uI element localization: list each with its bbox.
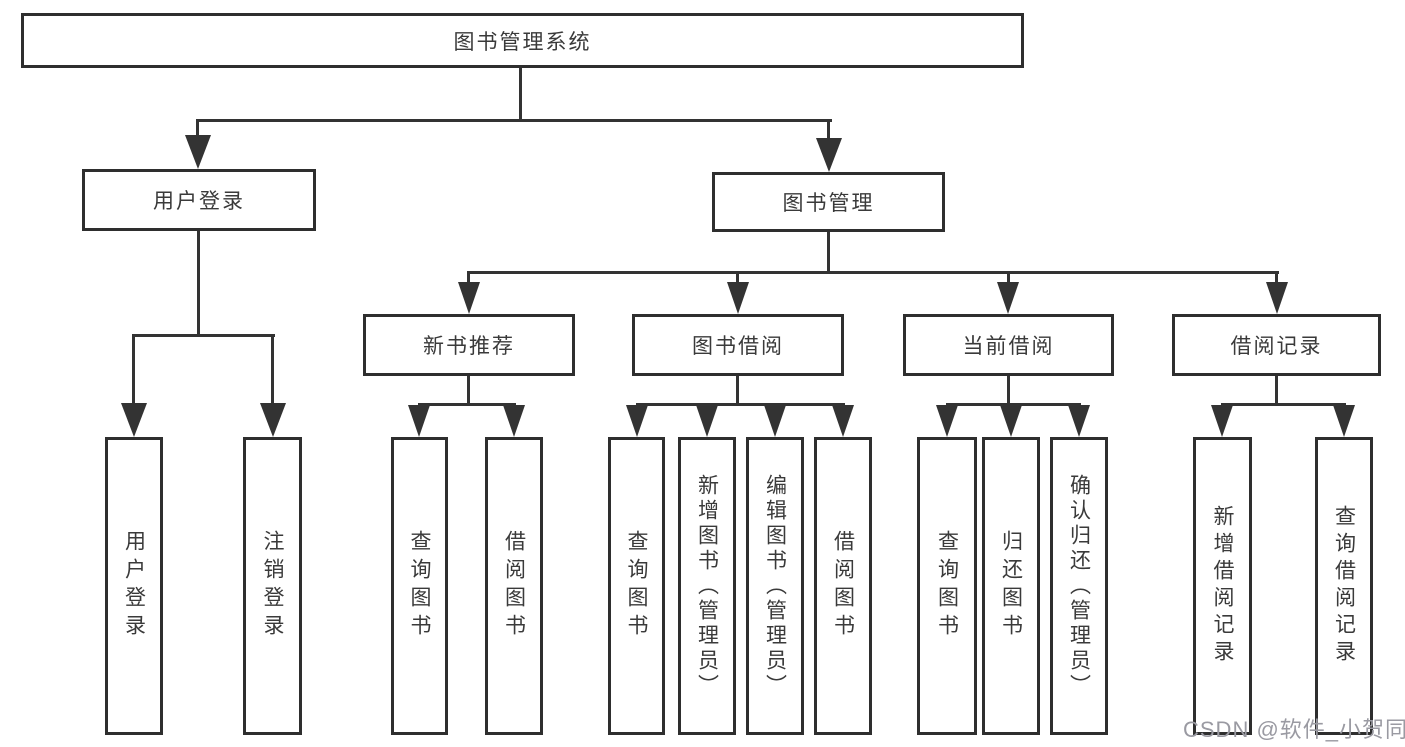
leaf-bb-edit-books-admin: 编辑图书（管理员） <box>746 437 804 735</box>
leaf-bb-query-books: 查询图书 <box>608 437 665 735</box>
arrow-down-icon <box>503 405 525 437</box>
arrow-down-icon <box>816 138 842 172</box>
arrow-down-icon <box>1333 405 1355 437</box>
connector-user-login-bar <box>132 334 275 337</box>
connector-drop-current-borrowing <box>1007 271 1010 283</box>
leaf-bb-add-books-admin: 新增图书（管理员） <box>678 437 736 735</box>
leaf-cb-return-books: 归还图书 <box>982 437 1040 735</box>
connector-groupA-trunk <box>467 374 470 405</box>
arrow-down-icon <box>1266 282 1288 314</box>
connector-drop-book-borrowing <box>736 271 739 283</box>
leaf-br-query-record: 查询借阅记录 <box>1315 437 1373 735</box>
leaf-cb-confirm-return-admin: 确认归还（管理员） <box>1050 437 1108 735</box>
arrow-down-icon <box>997 282 1019 314</box>
node-current-borrowing: 当前借阅 <box>903 314 1114 376</box>
connector-groupB-bar <box>636 403 845 406</box>
arrow-down-icon <box>408 405 430 437</box>
arrow-down-icon <box>1000 405 1022 437</box>
connector-drop-borrowing-records <box>1275 271 1278 283</box>
arrow-down-icon <box>458 282 480 314</box>
arrow-down-icon <box>832 405 854 437</box>
node-user-login: 用户登录 <box>82 169 316 231</box>
leaf-cb-query-books: 查询图书 <box>917 437 977 735</box>
connector-drop-book-management <box>827 119 830 141</box>
arrow-down-icon <box>936 405 958 437</box>
arrow-down-icon <box>764 405 786 437</box>
connector-drop-login-leaf <box>132 334 135 404</box>
connector-groupC-bar <box>946 403 1081 406</box>
arrow-down-icon <box>121 403 147 437</box>
watermark: CSDN @软件_小贺同学 <box>1183 717 1405 742</box>
arrow-down-icon <box>727 282 749 314</box>
connector-groupA-bar <box>418 403 516 406</box>
leaf-nb-query-books: 查询图书 <box>391 437 448 735</box>
connector-groupB-trunk <box>736 374 739 405</box>
connector-root-bar <box>196 119 832 122</box>
arrow-down-icon <box>626 405 648 437</box>
connector-user-login-trunk <box>197 228 200 337</box>
connector-drop-logout-leaf <box>271 334 274 404</box>
arrow-down-icon <box>260 403 286 437</box>
arrow-down-icon <box>185 135 211 169</box>
connector-book-mgmt-trunk <box>827 230 830 274</box>
node-new-book-recommend: 新书推荐 <box>363 314 575 376</box>
node-book-management: 图书管理 <box>712 172 945 232</box>
connector-groupD-trunk <box>1275 374 1278 405</box>
connector-root-trunk <box>519 66 522 122</box>
connector-book-mgmt-bar <box>468 271 1279 274</box>
node-book-borrowing: 图书借阅 <box>632 314 844 376</box>
node-library-system: 图书管理系统 <box>21 13 1024 68</box>
arrow-down-icon <box>1211 405 1233 437</box>
node-borrowing-records: 借阅记录 <box>1172 314 1381 376</box>
leaf-bb-borrow-books: 借阅图书 <box>814 437 872 735</box>
leaf-br-add-record: 新增借阅记录 <box>1193 437 1252 735</box>
connector-drop-user-login <box>196 119 199 139</box>
connector-groupD-bar <box>1221 403 1346 406</box>
arrow-down-icon <box>1068 405 1090 437</box>
arrow-down-icon <box>696 405 718 437</box>
leaf-nb-borrow-books: 借阅图书 <box>485 437 543 735</box>
leaf-user-login: 用户登录 <box>105 437 163 735</box>
leaf-logout-login: 注销登录 <box>243 437 302 735</box>
connector-drop-new-books <box>467 271 470 283</box>
connector-groupC-trunk <box>1007 374 1010 405</box>
